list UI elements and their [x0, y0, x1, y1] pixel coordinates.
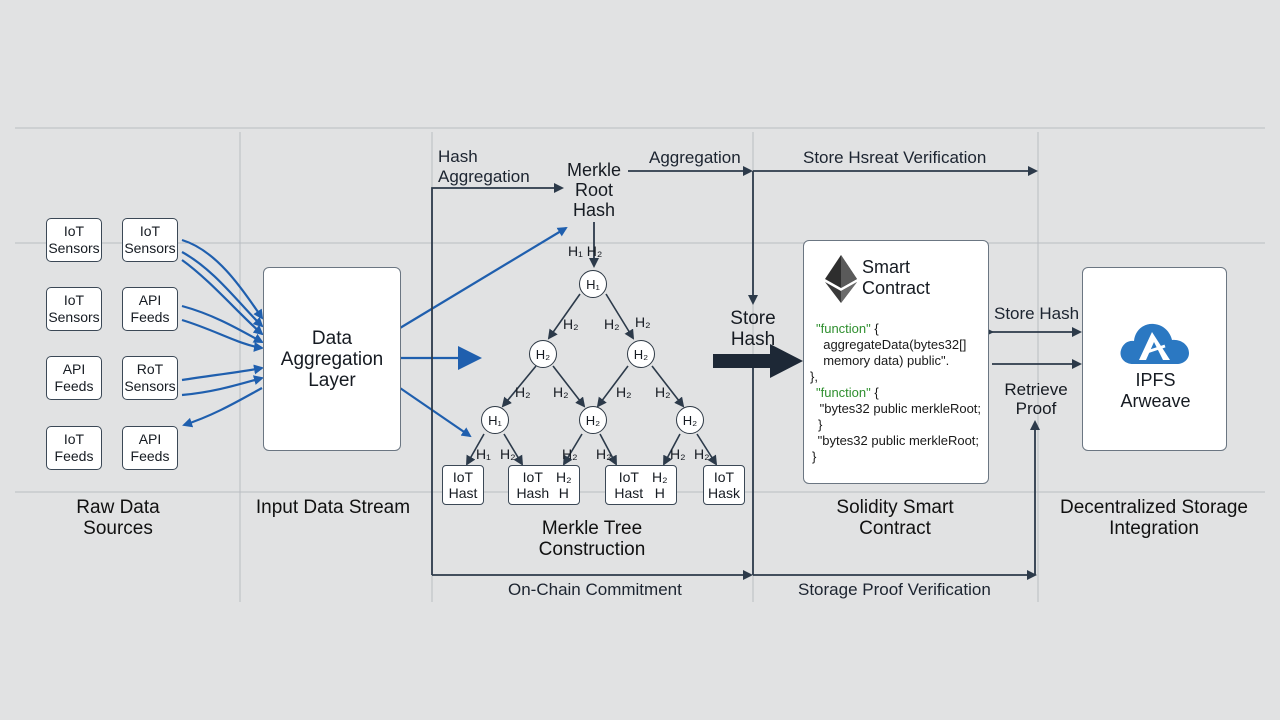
leaf-part: IoT Hash — [516, 469, 550, 501]
merkle-node: H₂ — [579, 406, 607, 434]
store-hash-big-arrow — [713, 344, 803, 378]
storage-proof-label: Storage Proof Verification — [798, 580, 991, 599]
edge-label: H₂ — [500, 446, 516, 462]
store-hash-label: Store Hash — [994, 304, 1080, 323]
cloud-arweave-icon — [1120, 323, 1189, 364]
merkle-leaf: IoT Hash H₂ H — [508, 465, 580, 505]
code-line: } — [818, 417, 823, 432]
leaf-part: IoT Hast — [614, 469, 644, 501]
center-arrow-head — [458, 346, 482, 370]
edge-label: H₁ — [476, 446, 491, 462]
edge-label: H₂ — [596, 446, 612, 462]
merkle-node: H₁ — [481, 406, 509, 434]
edge-label: H₂ — [553, 384, 569, 400]
code-line: aggregateData(bytes32[] — [816, 337, 967, 352]
merkle-leaf: IoT Hast — [442, 465, 484, 505]
code-text: { — [870, 321, 879, 336]
column-label-merkle: Merkle Tree Construction — [538, 518, 646, 560]
smart-contract-box: Smart Contract "function" { aggregateDat… — [803, 240, 989, 484]
merkle-node: H₂ — [627, 340, 655, 368]
merkle-node: H₁ — [579, 270, 607, 298]
code-line: }, — [810, 369, 818, 384]
edge-label: H₂ — [635, 314, 651, 330]
merkle-node: H₂ — [676, 406, 704, 434]
code-line: "bytes32 public merkleRoot; — [814, 433, 980, 448]
code-line: "function" { — [816, 321, 879, 337]
edge-label: H₂ — [616, 384, 632, 400]
source-box: API Feeds — [46, 356, 102, 400]
merkle-leaf: IoT Hask — [703, 465, 745, 505]
column-label-input: Input Data Stream — [255, 497, 411, 518]
source-box: IoT Sensors — [122, 218, 178, 262]
code-line: memory data) public". — [816, 353, 950, 368]
column-label-sources: Raw Data Sources — [76, 497, 160, 539]
code-text: { — [870, 385, 879, 400]
smart-contract-title: Smart Contract — [862, 257, 931, 298]
store-hash-big-label: Store Hash — [730, 308, 776, 350]
storage-label: IPFS Arweave — [1120, 370, 1191, 411]
code-line: } — [812, 449, 817, 464]
code-keyword: "function" — [816, 385, 871, 400]
edge-label: H₂ — [694, 446, 710, 462]
merkle-node: H₂ — [529, 340, 557, 368]
source-box: IoT Feeds — [46, 426, 102, 470]
ethereum-icon — [825, 255, 857, 303]
merkle-leaf: IoT Hast H₂ H — [605, 465, 677, 505]
source-box: IoT Sensors — [46, 287, 102, 331]
hash-aggregation-label: Hash Aggregation — [438, 147, 530, 186]
store-verification-label: Store Hsreat Verification — [803, 148, 987, 167]
retrieve-proof-label: Retrieve Proof — [1004, 380, 1068, 418]
aggregation-arrows — [399, 226, 568, 438]
column-label-contract: Solidity Smart Contract — [836, 497, 954, 539]
code-line: "bytes32 public merkleRoot; — [816, 401, 982, 416]
merkle-edges — [466, 293, 718, 466]
aggregation-layer-box: Data Aggregation Layer — [263, 267, 401, 451]
storage-box: IPFS Arweave — [1082, 267, 1227, 451]
edge-label: H₂ — [604, 316, 620, 332]
edge-label: H₂ — [655, 384, 671, 400]
edge-label: H₂ — [562, 446, 578, 462]
source-box: RoT Sensors — [122, 356, 178, 400]
column-label-storage: Decentralized Storage Integration — [1060, 497, 1248, 539]
flow-connectors — [431, 166, 1040, 580]
source-arrows — [181, 238, 264, 428]
leaf-part: H₂ H — [652, 469, 668, 501]
edge-label: H₂ — [515, 384, 531, 400]
store-hash-arrows — [984, 327, 1082, 369]
on-chain-commitment-label: On-Chain Commitment — [508, 580, 682, 599]
edge-label: H₂ — [563, 316, 579, 332]
code-line: "function" { — [816, 385, 879, 401]
source-box: API Feeds — [122, 287, 178, 331]
code-keyword: "function" — [816, 321, 871, 336]
source-box: API Feeds — [122, 426, 178, 470]
aggregation-label: Aggregation — [649, 148, 741, 167]
aggregation-layer-label: Data Aggregation Layer — [280, 327, 384, 391]
edge-label: H₂ — [670, 446, 686, 462]
leaf-part: H₂ H — [556, 469, 572, 501]
merkle-root-label: Merkle Root Hash — [566, 160, 621, 220]
root-children-label: H₁ H₂ — [568, 243, 603, 259]
source-box: IoT Sensors — [46, 218, 102, 262]
